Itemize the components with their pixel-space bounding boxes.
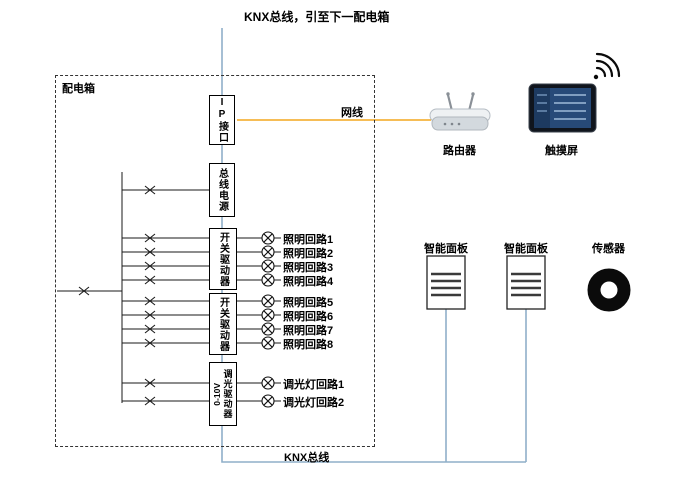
circuit-label: 照明回路4 xyxy=(283,276,334,288)
lamp-icon xyxy=(261,245,275,259)
circuit-label: 调光灯回路2 xyxy=(283,397,345,409)
component-switch-driver-2: 开关驱动器 xyxy=(209,293,237,355)
dim-range-label: 0-10V xyxy=(211,382,222,406)
breaker-icon xyxy=(78,286,90,296)
circuit-label: 照明回路8 xyxy=(283,339,334,351)
breaker-icon xyxy=(144,275,156,285)
component-dim-driver: 0-10V 调光驱动器 xyxy=(209,362,237,426)
smart-panel-icon xyxy=(426,255,466,310)
enclosure-label: 配电箱 xyxy=(62,83,95,95)
smart-panel-label: 智能面板 xyxy=(424,243,468,255)
circuit-label: 照明回路3 xyxy=(283,262,334,274)
component-bus-power: 总线电源 xyxy=(209,163,235,217)
circuit-label: 调光灯回路1 xyxy=(283,379,345,391)
circuit-label: 照明回路5 xyxy=(283,297,334,309)
smart-panel-icon xyxy=(506,255,546,310)
component-ip-interface: IP接口 xyxy=(209,95,235,145)
knx-bus-lines xyxy=(221,28,527,463)
sensor-label: 传感器 xyxy=(592,243,625,255)
breaker-icon xyxy=(144,338,156,348)
lamp-icon xyxy=(261,394,275,408)
lamp-icon xyxy=(261,336,275,350)
circuit-label: 照明回路2 xyxy=(283,248,334,260)
lamp-icon xyxy=(261,259,275,273)
knx-top-label: KNX总线，引至下一配电箱 xyxy=(244,10,390,24)
circuit-label: 照明回路6 xyxy=(283,311,334,323)
lamp-icons xyxy=(261,231,275,408)
lamp-icon xyxy=(261,294,275,308)
breaker-icon xyxy=(144,185,156,195)
component-label: 调光驱动器 xyxy=(222,369,233,419)
lamp-icon xyxy=(261,322,275,336)
touchscreen-icon xyxy=(528,83,597,133)
breaker-icon xyxy=(144,378,156,388)
component-switch-driver-1: 开关驱动器 xyxy=(209,228,237,290)
component-label: 总线电源 xyxy=(216,168,228,212)
knx-bottom-label: KNX总线 xyxy=(284,452,330,464)
breaker-icon xyxy=(144,247,156,257)
breaker-icon xyxy=(144,233,156,243)
network-cable-label: 网线 xyxy=(341,107,363,119)
lamp-icon xyxy=(261,273,275,287)
router-label: 路由器 xyxy=(443,145,476,157)
component-label: 开关驱动器 xyxy=(217,231,229,287)
router-icon xyxy=(429,92,491,131)
distribution-box-outline xyxy=(55,75,375,447)
circuit-label: 照明回路1 xyxy=(283,234,334,246)
lamp-icon xyxy=(261,376,275,390)
breaker-icon xyxy=(144,324,156,334)
sensor-icon xyxy=(587,268,631,312)
smart-panel-label: 智能面板 xyxy=(504,243,548,255)
breaker-icons xyxy=(78,185,156,406)
power-lines xyxy=(57,172,209,403)
touchscreen-label: 触摸屏 xyxy=(545,145,578,157)
circuit-label: 照明回路7 xyxy=(283,325,334,337)
lamp-icon xyxy=(261,308,275,322)
component-label: 开关驱动器 xyxy=(217,296,229,352)
wifi-icon xyxy=(593,52,621,80)
breaker-icon xyxy=(144,261,156,271)
component-label: IP接口 xyxy=(216,97,228,143)
breaker-icon xyxy=(144,296,156,306)
lamp-icon xyxy=(261,231,275,245)
circuit-connectors xyxy=(237,237,281,402)
breaker-icon xyxy=(144,310,156,320)
knx-bus-line-bottom xyxy=(221,426,526,463)
breaker-icon xyxy=(144,396,156,406)
